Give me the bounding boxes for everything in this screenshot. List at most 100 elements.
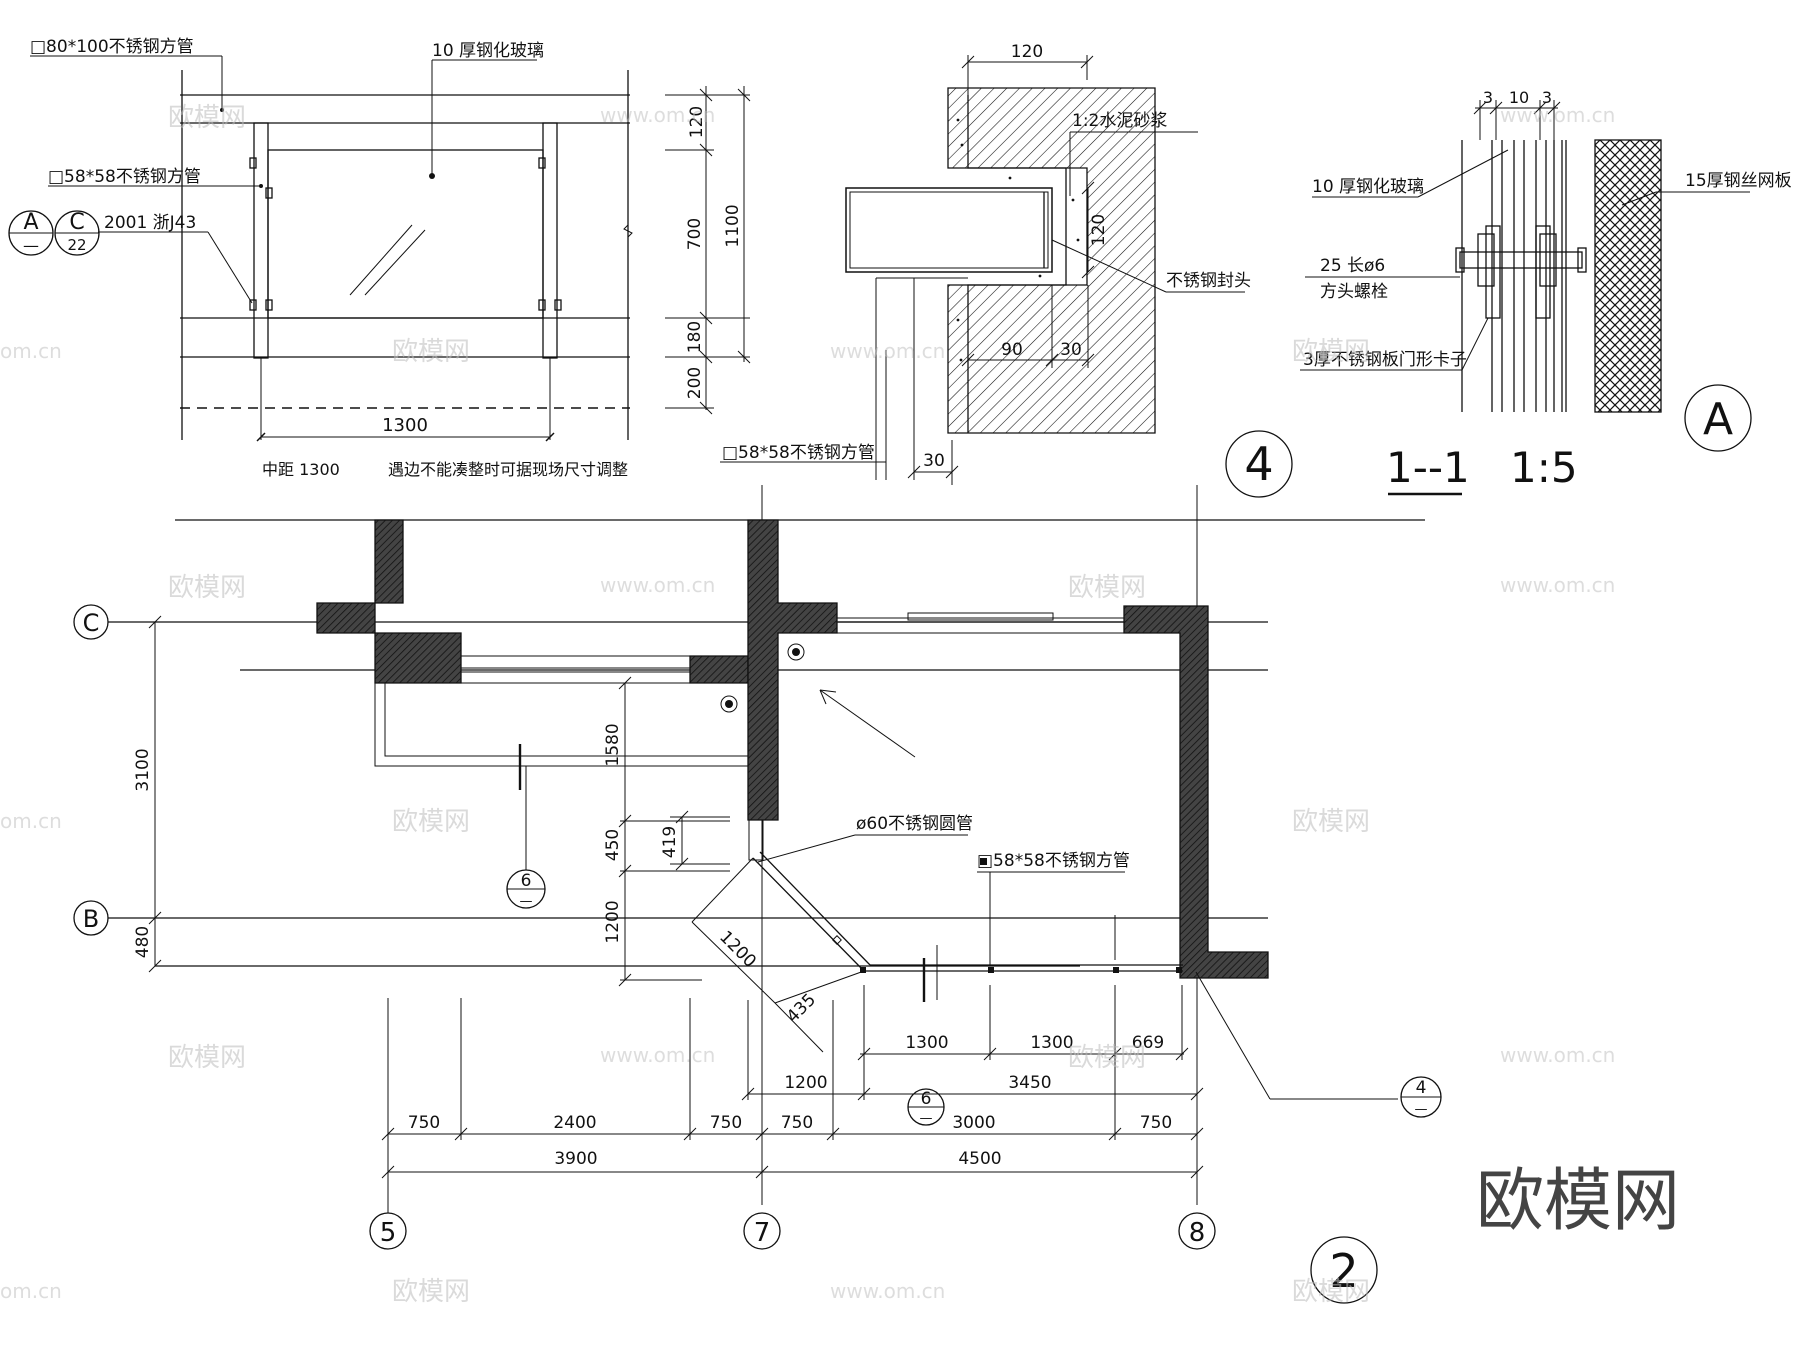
wm-3: 欧模网 <box>392 337 470 367</box>
dim-3100: 3100 <box>133 748 153 791</box>
dim-1200v: 1200 <box>603 900 623 943</box>
wm-16: www.om.cn <box>600 1043 715 1067</box>
wm-12: om.cn <box>0 809 62 833</box>
section-mark-bottom: — <box>520 894 533 909</box>
watermarks: 欧模网 www.om.cn 欧模网 www.om.cn 欧模网 www.om.c… <box>0 103 1615 1307</box>
d4-callout-mortar: 1:2水泥砂浆 <box>1072 111 1167 131</box>
row3-dim-5: 3000 <box>952 1113 995 1133</box>
ref-a-top: A <box>23 210 38 235</box>
callout-glass: 10 厚钢化玻璃 <box>432 41 544 61</box>
d4-dim-top: 120 <box>1011 42 1043 62</box>
d4-dim-30b: 30 <box>923 451 945 471</box>
d4-number: 4 <box>1244 437 1273 491</box>
d4-dim-right: 120 <box>1089 214 1109 246</box>
callout-post: □58*58不锈钢方管 <box>48 167 201 187</box>
ref-c-top: C <box>69 210 84 235</box>
da-dim-3a: 3 <box>1483 88 1493 107</box>
wm-5: 欧模网 <box>1292 337 1370 367</box>
dim-200: 200 <box>685 367 705 399</box>
wm-4: www.om.cn <box>830 339 945 363</box>
row3-dim-2: 2400 <box>553 1113 596 1133</box>
da-section-label: 1--1 <box>1386 443 1470 492</box>
da-callout-mesh: 15厚钢丝网板 <box>1685 171 1792 191</box>
d4-callout-tube: □58*58不锈钢方管 <box>722 443 875 463</box>
section-mark-top: 6 <box>521 871 532 891</box>
dim-700: 700 <box>685 218 705 250</box>
wm-17: 欧模网 <box>1068 1043 1146 1073</box>
callout-round-tube: ø60不锈钢圆管 <box>856 814 973 834</box>
row1-dim-2: 1300 <box>1030 1033 1073 1053</box>
row3-dim-4: 750 <box>781 1113 813 1133</box>
ref-c-bottom: 22 <box>67 236 86 254</box>
dim-120-left: 120 <box>687 106 707 138</box>
da-callout-glass: 10 厚钢化玻璃 <box>1312 177 1424 197</box>
da-callout-clip: 3厚不锈钢板门形卡子 <box>1303 350 1467 370</box>
section-mark2-top: 6 <box>921 1089 932 1109</box>
railing-elevation: A — C 22 □80*100不锈钢方管 10 厚钢化玻璃 □58*58不锈钢… <box>8 37 751 479</box>
axis-5: 5 <box>380 1218 397 1248</box>
note-spacing: 中距 1300 <box>262 460 340 479</box>
ref-a-bottom: — <box>23 236 39 255</box>
wm-20: 欧模网 <box>392 1277 470 1307</box>
dim-180: 180 <box>685 321 705 353</box>
wm-7: om.cn <box>0 339 62 363</box>
wm-6: www.om.cn <box>1500 103 1615 127</box>
axis-c: C <box>83 609 100 637</box>
row1-dim-1: 1300 <box>905 1033 948 1053</box>
detail-4: 120 120 90 30 30 1:2水泥砂浆 不锈钢封头 □58*58不锈钢… <box>720 42 1293 498</box>
da-letter: A <box>1703 394 1733 445</box>
detail-ref-bottom: — <box>1415 1102 1428 1117</box>
dim-1580: 1580 <box>603 723 623 766</box>
wm-13: 欧模网 <box>392 807 470 837</box>
row2-dim-2: 3450 <box>1008 1073 1051 1093</box>
row3-dim-6: 750 <box>1140 1113 1172 1133</box>
dim-419: 419 <box>660 826 680 858</box>
wm-19: om.cn <box>0 1279 62 1303</box>
da-callout-bolt-2: 方头螺栓 <box>1320 282 1388 302</box>
callout-top-tube: □80*100不锈钢方管 <box>30 37 194 57</box>
callout-square-tube: □58*58不锈钢方管 <box>977 851 1130 871</box>
axis-b: B <box>83 905 99 933</box>
wm-14: 欧模网 <box>1292 807 1370 837</box>
da-scale: 1:5 <box>1510 443 1578 492</box>
da-dim-10: 10 <box>1509 88 1529 107</box>
dim-435: 435 <box>783 990 820 1027</box>
brand-logo: 欧模网 <box>1476 1162 1680 1241</box>
da-dim-3b: 3 <box>1542 88 1552 107</box>
wm-21: www.om.cn <box>830 1279 945 1303</box>
wm-22: 欧模网 <box>1292 1277 1370 1307</box>
wm-10: 欧模网 <box>1068 573 1146 603</box>
row2-dim-1: 1200 <box>784 1073 827 1093</box>
da-callout-bolt-1: 25 长ø6 <box>1320 256 1385 276</box>
floor-plan: C B 3100 480 1580 450 419 1200 1200 435 <box>73 485 1442 1304</box>
wm-11: www.om.cn <box>1500 573 1615 597</box>
row1-dim-3: 669 <box>1132 1033 1164 1053</box>
d4-dim-90: 90 <box>1001 340 1023 360</box>
wm-1: 欧模网 <box>168 103 246 133</box>
wm-9: www.om.cn <box>600 573 715 597</box>
callout-ref: 2001 浙J43 <box>104 213 196 233</box>
axis-7: 7 <box>754 1218 771 1248</box>
detail-a: 3 10 3 10 厚钢化玻璃 15厚钢丝网板 25 长ø6 方头螺栓 3厚不锈… <box>1300 88 1792 496</box>
detail-ref-top: 4 <box>1416 1078 1427 1098</box>
axis-8: 8 <box>1189 1218 1206 1248</box>
row3-dim-1: 750 <box>408 1113 440 1133</box>
dim-450: 450 <box>603 829 623 861</box>
dim-1200d: 1200 <box>715 927 760 972</box>
d4-dim-30a: 30 <box>1060 340 1082 360</box>
section-mark2-bottom: — <box>920 1111 933 1126</box>
dim-span: 1300 <box>382 415 428 436</box>
note-adjust: 遇边不能凑整时可据现场尺寸调整 <box>388 460 628 479</box>
wm-8: 欧模网 <box>168 573 246 603</box>
row4-dim-2: 4500 <box>958 1149 1001 1169</box>
mortar-dots <box>956 118 1080 362</box>
dim-480: 480 <box>133 926 153 958</box>
dim-1100: 1100 <box>723 204 743 247</box>
wm-18: www.om.cn <box>1500 1043 1615 1067</box>
wm-2: www.om.cn <box>600 103 715 127</box>
wm-15: 欧模网 <box>168 1043 246 1073</box>
row4-dim-1: 3900 <box>554 1149 597 1169</box>
drawing-number: 2 <box>1329 1244 1358 1298</box>
row3-dim-3: 750 <box>710 1113 742 1133</box>
